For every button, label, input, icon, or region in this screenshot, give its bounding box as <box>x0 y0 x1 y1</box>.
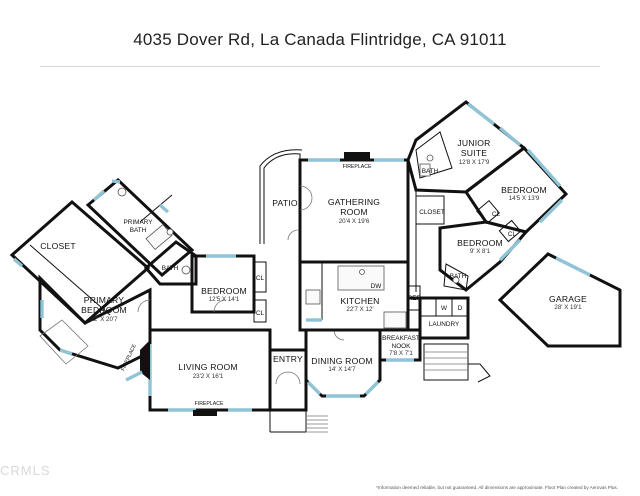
dims-gathering-room: 20'4 X 19'6 <box>339 218 370 225</box>
label-garage: GARAGE <box>549 294 587 304</box>
label-closet-2: CLOSET <box>419 209 445 216</box>
watermark: CRMLS <box>0 463 51 478</box>
label-entry: ENTRY <box>273 354 303 364</box>
label-cl-2: CL <box>256 310 265 317</box>
label-fireplace-2: FIREPLACE <box>120 343 138 372</box>
title-divider <box>40 66 600 67</box>
dims-bedroom-3: 9' X 8'1 <box>470 248 491 255</box>
label-cl-3: CL <box>492 211 501 218</box>
garage-area <box>497 252 622 348</box>
label-laundry: LAUNDRY <box>429 321 460 328</box>
label-gathering-room: GATHERING <box>328 197 380 207</box>
label-w: W <box>441 305 448 312</box>
label-dw: DW <box>371 283 383 290</box>
label-bedroom-3: BEDROOM <box>457 238 503 248</box>
dims-kitchen: 22'7 X 12' <box>346 306 373 313</box>
label-gathering-room-2: ROOM <box>340 207 368 217</box>
label-junior-suite-2: SUITE <box>461 148 487 158</box>
dims-primary-bedroom: 22' X 20'7 <box>90 316 118 323</box>
label-kitchen: KITCHEN <box>340 296 379 306</box>
label-cl-1: CL <box>256 275 265 282</box>
label-ref: REF <box>408 295 421 302</box>
dims-living-room: 23'2 X 16'1 <box>193 373 224 380</box>
label-primary-bedroom: PRIMARY <box>84 295 124 305</box>
dims-junior-suite: 12'8 X 17'9 <box>459 159 490 166</box>
footer-disclaimer: *Information deemed reliable, but not gu… <box>376 485 618 490</box>
label-bath-2: BATH <box>422 168 439 175</box>
dims-bedroom-1: 12'5 X 14'1 <box>209 296 240 303</box>
label-bedroom-2: BEDROOM <box>501 185 547 195</box>
living-room-area <box>125 328 272 416</box>
dims-dining-room: 14' X 14'7 <box>328 366 356 373</box>
label-cl-4: CL <box>508 231 517 238</box>
label-primary-bath: PRIMARY <box>123 219 153 226</box>
label-d: D <box>458 305 463 312</box>
room-labels: CLOSET PRIMARY BATH BATH PRIMARY BEDROOM… <box>40 138 587 407</box>
primary-bedroom-area <box>38 274 152 370</box>
label-patio: PATIO <box>272 198 298 208</box>
dims-garage: 28' X 19'1 <box>554 304 582 311</box>
dims-breakfast: 7'8 X 7'1 <box>389 350 413 357</box>
label-breakfast-2: NOOK <box>392 343 412 350</box>
label-junior-suite: JUNIOR <box>457 138 490 148</box>
label-closet-main: CLOSET <box>40 241 76 251</box>
laundry-area <box>418 296 491 383</box>
bedroom-2-area <box>463 145 569 243</box>
label-bath-3: BATH <box>450 273 467 280</box>
bedroom-1-area <box>190 254 267 323</box>
bedroom-3-area <box>438 220 529 292</box>
label-bath-1: BATH <box>162 265 179 272</box>
label-primary-bath-2: BATH <box>130 227 147 234</box>
dims-bedroom-2: 14'5 X 13'9 <box>509 195 540 202</box>
label-primary-bedroom-2: BEDROOM <box>81 305 127 315</box>
label-living-room: LIVING ROOM <box>178 362 238 372</box>
label-bedroom-1: BEDROOM <box>201 286 247 296</box>
label-fireplace-3: FIREPLACE <box>343 164 372 170</box>
label-breakfast: BREAKFAST <box>382 335 420 342</box>
label-fireplace-1: FIREPLACE <box>195 401 224 407</box>
bath-1-area <box>143 240 198 286</box>
label-dining-room: DINING ROOM <box>311 356 372 366</box>
page-title: 4035 Dover Rd, La Canada Flintridge, CA … <box>133 30 507 49</box>
kitchen-area <box>298 260 410 332</box>
right-corridor <box>406 158 445 300</box>
